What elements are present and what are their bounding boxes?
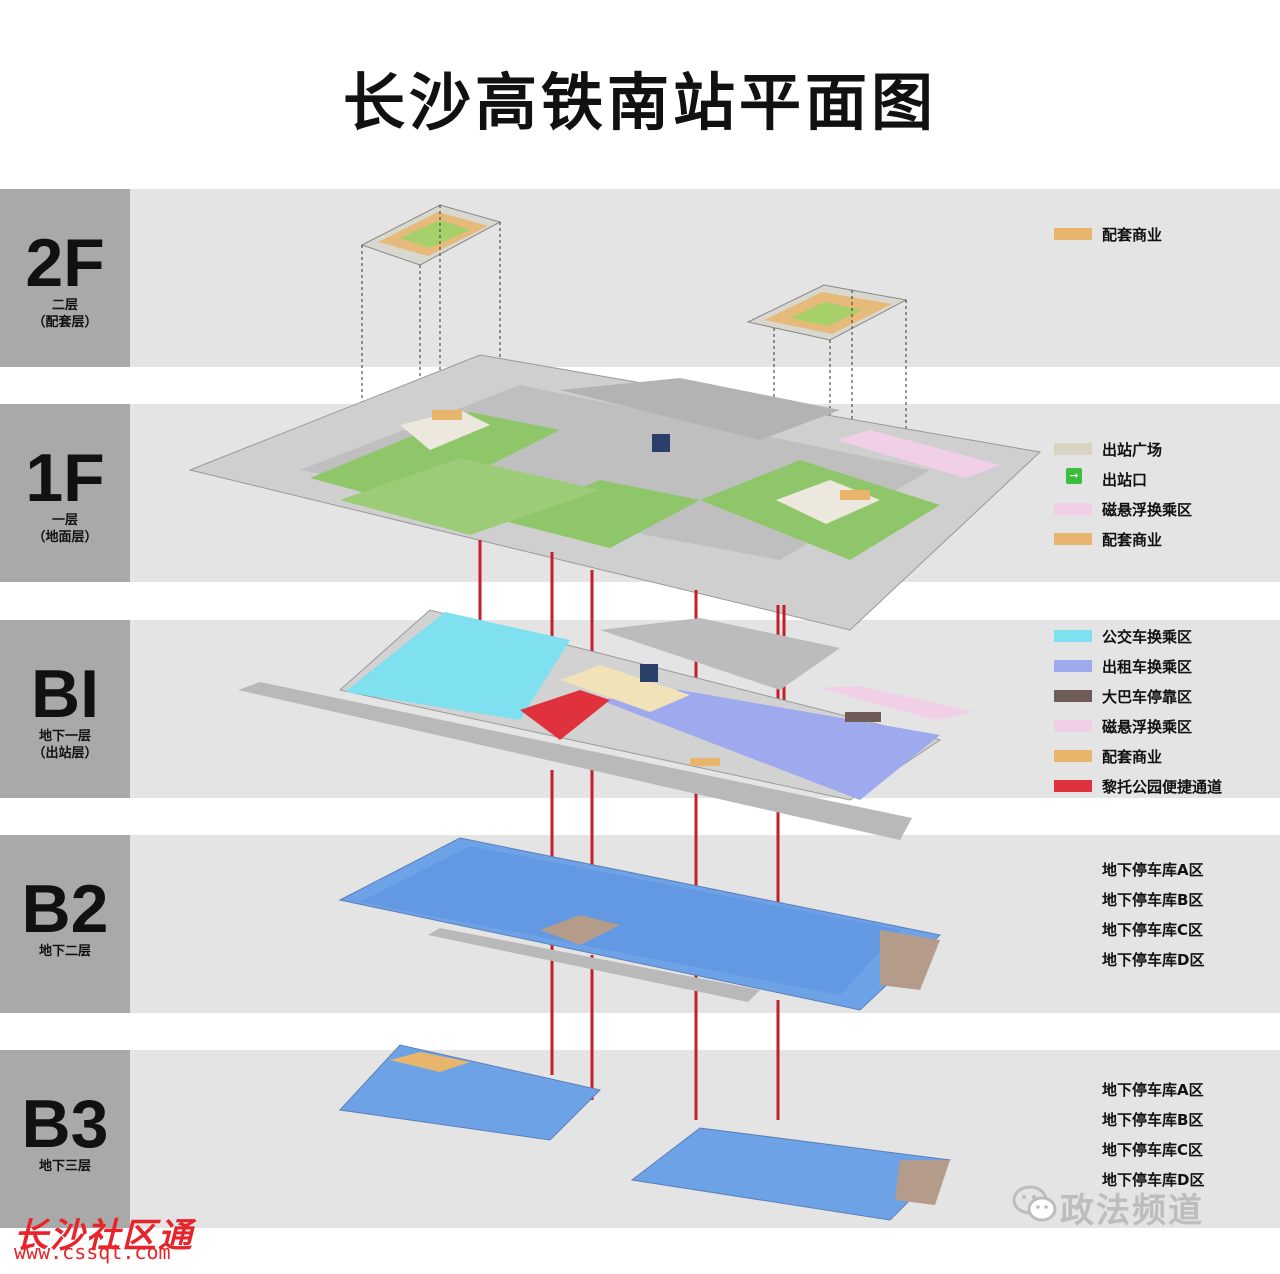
legend-label: 磁悬浮换乘区 [1102, 718, 1193, 736]
legend-label: 大巴车停靠区 [1102, 688, 1193, 706]
legend-label: 配套商业 [1102, 226, 1163, 244]
legend-b3: 地下停车库A区 地下停车库B区 地下停车库C区 地下停车库D区 [1102, 1075, 1204, 1195]
floor-label-2f: 2F 二层 （配套层） [0, 189, 130, 367]
floor-name: 二层 [51, 298, 78, 313]
legend-swatch [1054, 750, 1092, 762]
floor-name: 一层 [51, 513, 78, 528]
floor-label-b1: BI 地下一层 （出站层） [0, 620, 130, 798]
legend-swatch [1054, 780, 1092, 792]
plan-b2 [338, 837, 942, 1011]
floor-name: 地下三层 [38, 1159, 91, 1174]
legend-label: 公交车换乘区 [1102, 628, 1193, 646]
legend-label: 地下停车库B区 [1102, 891, 1204, 909]
page-title: 长沙高铁南站平面图 [342, 66, 937, 139]
legend-label: 出站广场 [1102, 441, 1163, 459]
plan-b3-west [338, 1044, 601, 1141]
legend-swatch [1054, 503, 1092, 515]
legend-label: 配套商业 [1102, 748, 1163, 766]
legend-label: 黎托公园便捷通道 [1102, 778, 1223, 796]
legend-label: 地下停车库A区 [1102, 861, 1204, 879]
floor-band-b3: B3 地下三层 [0, 1050, 1280, 1228]
legend-label: 地下停车库B区 [1102, 1111, 1204, 1129]
legend-swatch [1054, 690, 1092, 702]
legend-label: 地下停车库D区 [1102, 1171, 1205, 1189]
legend-swatch [1054, 533, 1092, 545]
plan-b3-east [630, 1127, 952, 1221]
legend-swatch [1054, 443, 1092, 455]
floor-code: 1F [25, 440, 105, 516]
plan-2f-east [746, 284, 908, 341]
floor-code: B2 [21, 871, 109, 947]
plan-2f-west [360, 204, 502, 266]
legend-b2: 地下停车库A区 地下停车库B区 地下停车库C区 地下停车库D区 [1102, 855, 1204, 975]
floor-code: 2F [25, 225, 105, 301]
watermark-url: www.cssqt.com [14, 1240, 171, 1264]
floor-band-2f: 2F 二层 （配套层） [0, 189, 1280, 367]
watermark-right: 政法频道 [1060, 1191, 1204, 1231]
floor-label-1f: 1F 一层 （地面层） [0, 404, 130, 582]
legend-label: 出租车换乘区 [1102, 658, 1193, 676]
legend-swatch [1054, 630, 1092, 642]
legend-label: 地下停车库C区 [1102, 921, 1204, 939]
floor-name: 地下二层 [38, 944, 91, 959]
legend-swatch [1054, 228, 1092, 240]
legend-swatch [1054, 720, 1092, 732]
wechat-icon [1012, 1185, 1057, 1222]
plan-b1 [238, 609, 975, 840]
legend-label: 地下停车库A区 [1102, 1081, 1204, 1099]
exit-icon: ➞ [1066, 468, 1082, 484]
floor-role: （配套层） [32, 315, 98, 330]
legend-label: 地下停车库C区 [1102, 1141, 1204, 1159]
legend-label: 磁悬浮换乘区 [1102, 501, 1193, 519]
floor-band-b2: B2 地下二层 [0, 835, 1280, 1013]
legend-label: 地下停车库D区 [1102, 951, 1205, 969]
legend-label: 配套商业 [1102, 531, 1163, 549]
floor-name: 地下一层 [38, 729, 91, 744]
floor-label-b3: B3 地下三层 [0, 1050, 130, 1228]
floor-role: （出站层） [32, 746, 98, 761]
floor-code: B3 [21, 1086, 109, 1162]
floor-code: BI [31, 656, 99, 732]
floor-label-b2: B2 地下二层 [0, 835, 130, 1013]
plan-1f [188, 354, 1042, 631]
legend-swatch [1054, 660, 1092, 672]
watermark-left: 长沙社区通 [14, 1216, 194, 1256]
legend-label: 出站口 [1102, 471, 1148, 489]
floor-role: （地面层） [32, 530, 98, 545]
